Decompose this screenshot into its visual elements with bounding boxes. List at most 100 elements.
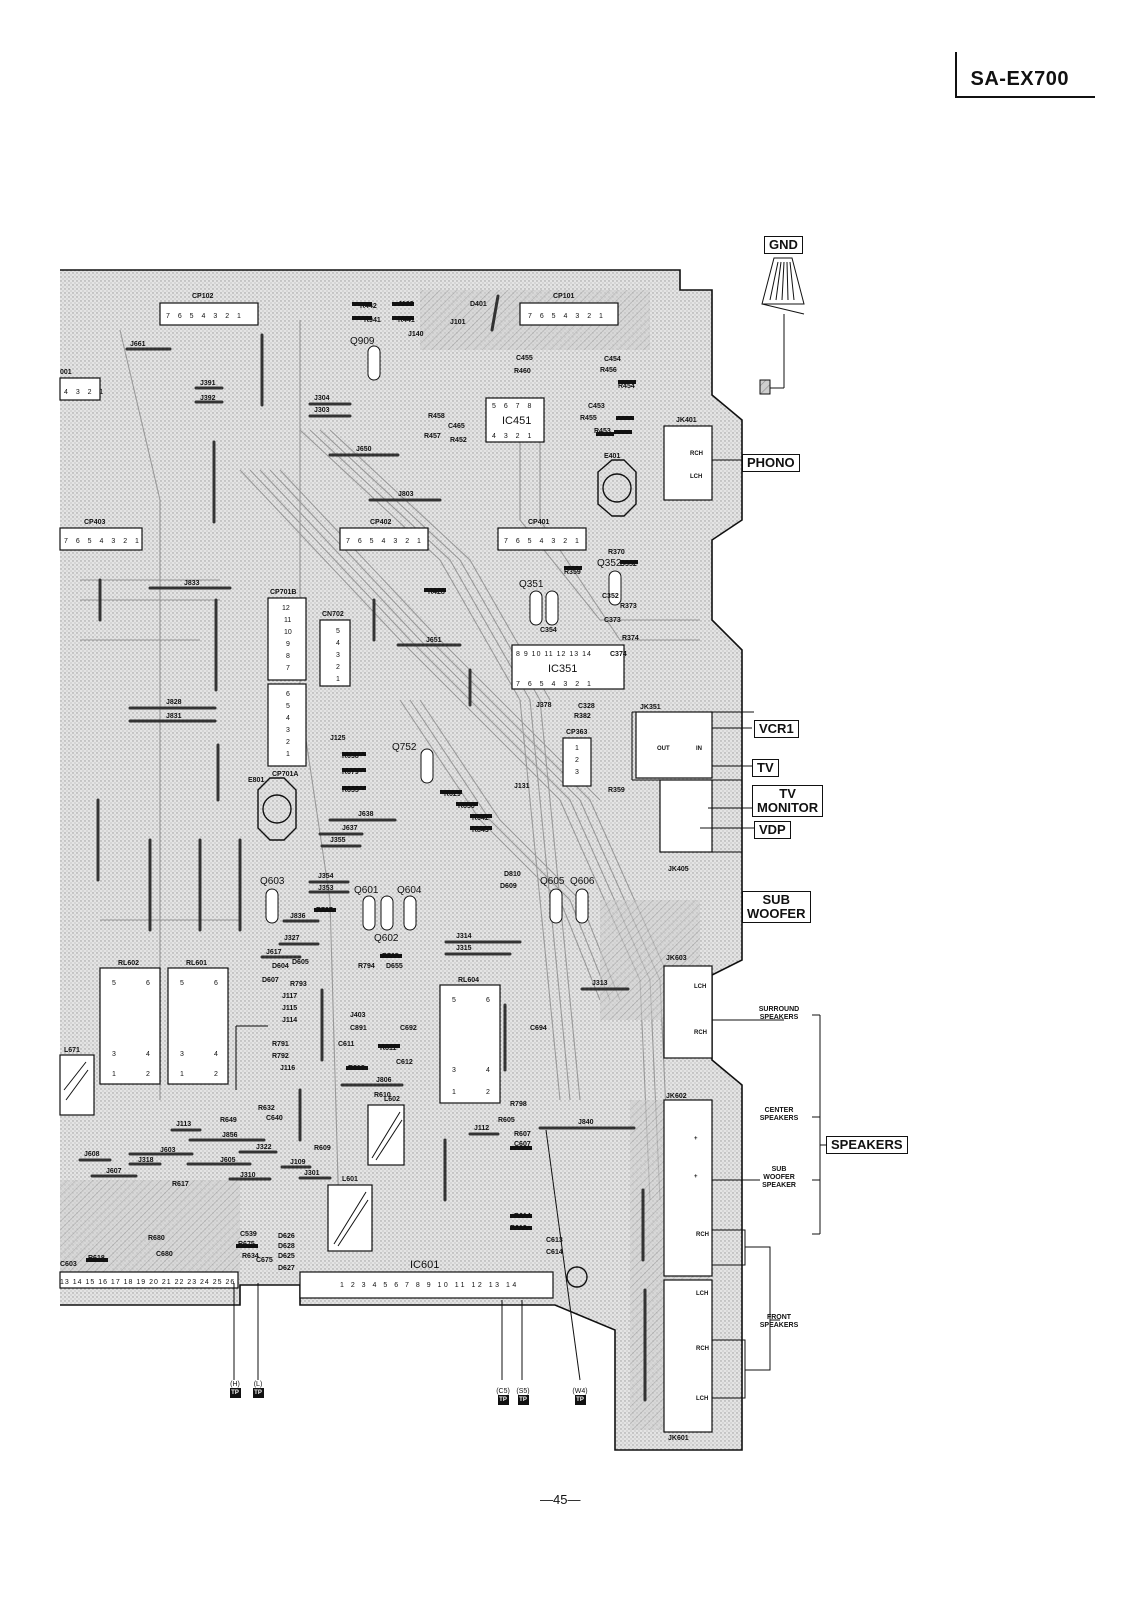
svg-text:1: 1 [112,1071,116,1078]
svg-text:R460: R460 [514,368,531,375]
svg-text:C354: C354 [540,627,557,634]
svg-text:R630: R630 [458,803,475,810]
svg-text:J607: J607 [106,1168,122,1175]
cp102-connector [159,302,259,326]
svg-text:4: 4 [336,640,340,647]
svg-text:R638: R638 [342,753,359,760]
svg-text:J637: J637 [342,825,358,832]
svg-text:D605: D605 [292,959,309,966]
svg-text:D626: D626 [278,1233,295,1240]
jk401-body [663,425,713,501]
header-rule-vertical [955,52,957,98]
svg-text:5 6 7 8: 5 6 7 8 [492,403,534,410]
cp403-connector [59,527,143,551]
svg-text:4 3 2 1: 4 3 2 1 [64,389,106,396]
svg-text:R374: R374 [622,635,639,642]
svg-text:1 2 3 4 5 6 7 8 9 10 11 12 13: 1 2 3 4 5 6 7 8 9 10 11 12 13 14 [340,1282,519,1289]
svg-text:R635: R635 [342,787,359,794]
svg-text:J856: J856 [222,1132,238,1139]
svg-text:J608: J608 [84,1151,100,1158]
svg-text:1: 1 [575,745,579,752]
svg-text:+: + [694,1136,698,1142]
svg-text:C453: C453 [588,403,605,410]
svg-text:4: 4 [486,1067,490,1074]
left-header-001 [59,377,101,401]
svg-text:C640: C640 [266,1115,283,1122]
svg-text:5: 5 [452,997,456,1004]
svg-text:J315: J315 [456,945,472,952]
svg-text:3: 3 [575,769,579,776]
svg-text:C694: C694 [530,1025,547,1032]
svg-text:C454: C454 [604,356,621,363]
svg-text:1: 1 [286,751,290,758]
svg-text:5: 5 [336,628,340,635]
svg-text:5: 5 [286,703,290,710]
svg-text:4: 4 [286,715,290,722]
front-speakers-caption: FRONT SPEAKERS [759,1314,799,1329]
svg-text:7 6 5 4 3 2 1: 7 6 5 4 3 2 1 [64,538,142,545]
svg-text:D352: D352 [620,561,637,568]
svg-text:R454: R454 [618,383,635,390]
svg-text:RL601: RL601 [186,960,207,967]
rl601-body [167,967,229,1085]
svg-text:LCH: LCH [696,1396,708,1402]
svg-text:C455: C455 [516,355,533,362]
svg-text:5: 5 [180,980,184,987]
tv-label: TV [752,759,779,777]
svg-text:Q602: Q602 [374,933,399,944]
svg-text:C675: C675 [256,1257,273,1264]
vcr1-label: VCR1 [754,720,799,738]
svg-text:Q601: Q601 [354,885,379,896]
svg-text:7 6 5 4 3 2 1: 7 6 5 4 3 2 1 [516,681,594,688]
ic351-body [511,644,625,690]
svg-text:R456: R456 [600,367,617,374]
test-point-l: (L) TP [249,1381,267,1398]
svg-text:IN: IN [696,746,702,752]
svg-text:J806: J806 [376,1077,392,1084]
cp701a-connector [267,683,307,767]
svg-text:J327: J327 [284,935,300,942]
svg-text:IC351: IC351 [548,663,577,675]
cp701a-pins: 654 321 [286,691,290,758]
svg-text:D628: D628 [278,1243,295,1250]
svg-text:J102: J102 [398,301,414,308]
svg-text:J651: J651 [426,637,442,644]
svg-text:LCH: LCH [690,474,702,480]
svg-text:J603: J603 [160,1147,176,1154]
svg-text:J650: J650 [356,446,372,453]
svg-text:R791: R791 [272,1041,289,1048]
svg-text:J617: J617 [266,949,282,956]
svg-text:7: 7 [286,665,290,672]
svg-text:J378: J378 [536,702,552,709]
svg-text:J638: J638 [358,811,374,818]
jk602-body [663,1099,713,1277]
test-point-h: (H) TP [226,1381,244,1398]
svg-text:IC601: IC601 [410,1259,439,1271]
test-point-s-marker: TP [517,1395,529,1405]
header-rule-horizontal [955,96,1095,98]
svg-text:CP101: CP101 [553,293,575,300]
svg-text:D607: D607 [262,977,279,984]
rl604-body [439,984,501,1104]
svg-text:R610: R610 [374,1092,391,1099]
jk601-body [663,1279,713,1433]
svg-text:J125: J125 [330,735,346,742]
svg-text:R609: R609 [314,1145,331,1152]
svg-text:R634: R634 [242,1253,259,1260]
svg-text:C611: C611 [338,1041,354,1048]
svg-text:R613: R613 [510,1225,527,1232]
svg-text:R793: R793 [290,981,307,988]
svg-text:J113: J113 [176,1121,191,1128]
svg-text:6: 6 [486,997,490,1004]
svg-text:D810: D810 [504,871,521,878]
electrolytic-outlines [257,459,637,1288]
svg-text:C539: C539 [240,1231,257,1238]
svg-text:C614: C614 [546,1249,563,1256]
svg-text:J115: J115 [282,1005,297,1012]
svg-text:J831: J831 [166,713,182,720]
svg-text:R618: R618 [88,1255,105,1262]
board-connectors [59,302,713,1433]
svg-text:R792: R792 [272,1053,289,1060]
transistor-pads [265,345,622,931]
